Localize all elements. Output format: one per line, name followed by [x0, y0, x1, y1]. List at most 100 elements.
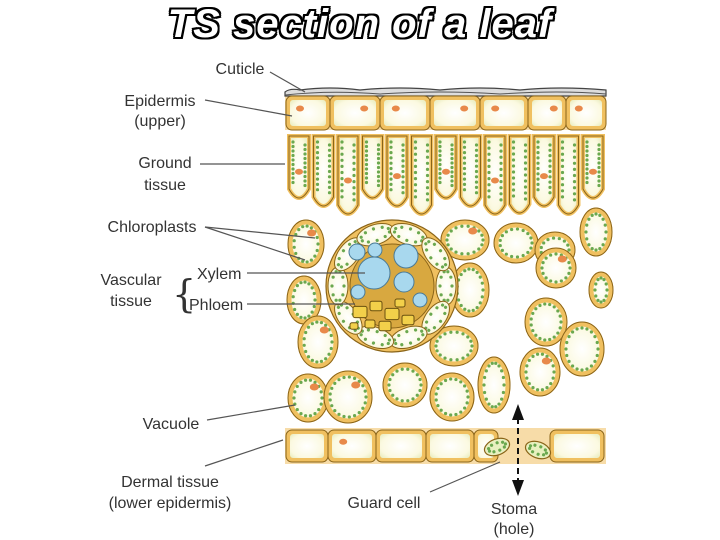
spongy-cell — [579, 207, 613, 257]
chloroplast — [536, 188, 540, 192]
palisade-cell — [385, 134, 409, 208]
chloroplast — [299, 411, 303, 416]
chloroplast — [595, 340, 599, 345]
guard-cell — [483, 437, 511, 457]
chloroplast — [406, 399, 410, 403]
label-xylem: Xylem — [197, 266, 241, 283]
chloroplast — [299, 281, 303, 285]
chloroplast — [449, 229, 453, 233]
chloroplast — [449, 275, 453, 279]
chloroplast — [523, 191, 528, 195]
chloroplast — [540, 352, 545, 356]
chloroplast — [342, 414, 346, 419]
chloroplast — [306, 325, 311, 329]
chloroplast — [541, 271, 545, 275]
chloroplast — [449, 330, 453, 334]
chloroplast — [450, 183, 454, 188]
chloroplast — [502, 445, 506, 449]
nucleus — [442, 168, 450, 175]
chloroplast — [450, 284, 454, 288]
chloroplast — [466, 395, 470, 399]
chloroplast — [429, 312, 433, 316]
nucleus — [589, 168, 597, 175]
chloroplast — [572, 155, 577, 159]
chloroplast — [450, 165, 454, 170]
chloroplast — [401, 191, 405, 195]
chloroplast — [462, 188, 467, 192]
chloroplast — [291, 158, 295, 162]
chloroplast — [487, 402, 491, 406]
chloroplast — [594, 294, 598, 298]
chloroplast — [347, 242, 352, 246]
chloroplast — [471, 268, 475, 272]
chloroplast — [597, 147, 601, 152]
palisade-cell — [532, 134, 556, 208]
chloroplast — [599, 276, 603, 280]
palisade-cell — [336, 134, 360, 216]
chloroplast — [345, 306, 349, 310]
chloroplast — [572, 186, 577, 190]
chloroplast — [395, 397, 399, 401]
phloem-cell — [378, 320, 392, 332]
chloroplast — [593, 359, 597, 363]
chloroplast — [466, 353, 470, 357]
chloroplast — [572, 143, 577, 147]
chloroplast — [499, 192, 503, 196]
chloroplast — [395, 369, 399, 373]
chloroplast — [466, 252, 470, 256]
label-dermal-1: Dermal tissue — [121, 474, 219, 491]
chloroplast — [352, 414, 357, 418]
chloroplast — [295, 312, 299, 316]
vascular-bundle — [325, 219, 459, 353]
chloroplast — [397, 234, 401, 239]
nucleus — [360, 105, 369, 112]
chloroplast — [307, 282, 311, 286]
chloroplast — [389, 161, 393, 165]
chloroplast — [376, 174, 381, 179]
chloroplast — [336, 305, 341, 309]
chloroplast — [436, 403, 440, 408]
chloroplast — [331, 275, 335, 279]
chloroplast — [313, 254, 317, 258]
chloroplast — [528, 444, 533, 448]
chloroplast — [291, 162, 295, 167]
chloroplast — [401, 164, 405, 168]
nucleus — [344, 177, 352, 184]
chloroplast — [401, 185, 405, 189]
palisade-cells — [287, 134, 605, 216]
chloroplast — [438, 153, 442, 158]
chloroplast — [315, 188, 320, 192]
chloroplast — [352, 192, 356, 196]
chloroplast — [474, 154, 479, 158]
palisade-cell — [458, 134, 483, 208]
chloroplast — [564, 347, 568, 351]
chloroplast — [459, 380, 463, 384]
chloroplast — [572, 192, 577, 196]
chloroplast — [383, 234, 387, 239]
chloroplast — [413, 170, 418, 175]
chloroplast — [487, 158, 491, 162]
chloroplast — [425, 198, 430, 202]
chloroplast — [594, 248, 598, 252]
chloroplast — [455, 330, 459, 334]
chloroplast — [315, 140, 320, 144]
chloroplast — [376, 156, 381, 161]
chloroplast — [478, 301, 482, 305]
chloroplast — [552, 370, 556, 374]
chloroplast — [360, 239, 364, 243]
chloroplast — [529, 323, 533, 327]
chloroplast — [329, 333, 333, 338]
chloroplast — [499, 180, 503, 184]
chloroplast — [463, 269, 467, 273]
spongy-cell — [297, 315, 339, 369]
chloroplast — [450, 156, 454, 161]
chloroplast — [523, 155, 528, 159]
chloroplast — [439, 408, 443, 412]
chloroplast — [305, 224, 309, 228]
chloroplast — [603, 237, 607, 241]
chloroplast — [585, 223, 589, 227]
chloroplast — [492, 450, 496, 454]
chloroplast — [560, 158, 565, 162]
spongy-cell — [287, 219, 325, 269]
chloroplast — [462, 145, 467, 149]
